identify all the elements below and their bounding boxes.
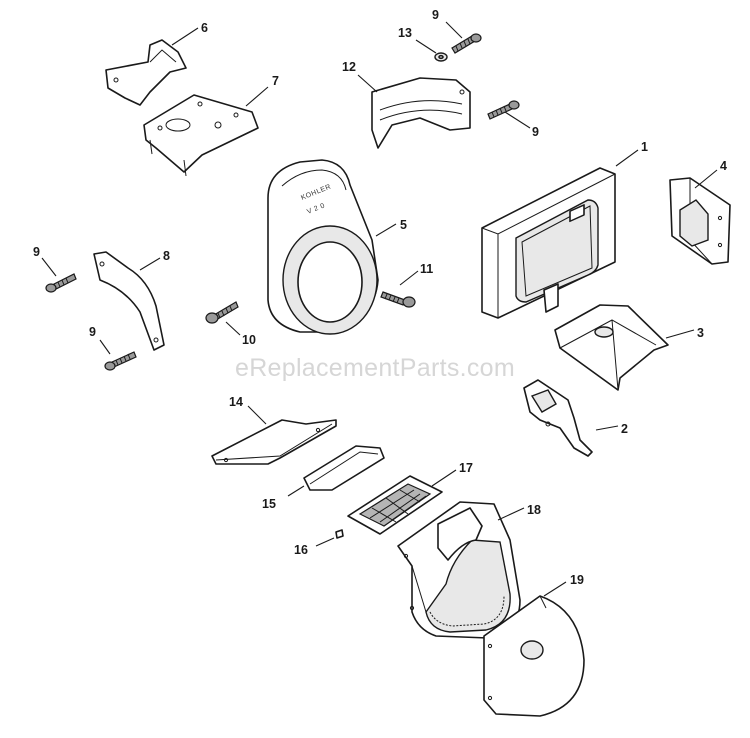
- callout-13: 13: [398, 26, 412, 40]
- leader-18: [497, 507, 525, 521]
- callout-10: 10: [242, 333, 256, 347]
- part-19-blower-cover: [483, 595, 585, 717]
- part-15-bracket: [303, 445, 385, 491]
- callout-7: 7: [272, 74, 279, 88]
- callout-11: 11: [420, 262, 433, 276]
- leader-19: [543, 581, 567, 597]
- part-9-screw-left-upper: [45, 273, 77, 293]
- callout-15: 15: [262, 497, 276, 511]
- part-17-screen: [347, 475, 443, 535]
- leader-3: [665, 329, 695, 339]
- part-9-screw-top: [451, 33, 482, 54]
- leader-15: [287, 485, 305, 497]
- callout-9a: 9: [432, 8, 439, 22]
- leader-13: [415, 39, 437, 54]
- leader-9a: [445, 21, 463, 39]
- part-8-bracket: [93, 251, 165, 351]
- part-4-cover-plate: [669, 177, 731, 265]
- callout-2: 2: [621, 422, 628, 436]
- part-9-screw-left-lower: [104, 351, 137, 371]
- part-10-screw: [205, 301, 239, 324]
- leader-14: [247, 405, 267, 425]
- leader-10: [225, 321, 241, 336]
- part-6-bracket: [105, 39, 187, 106]
- part-12-baffle: [371, 77, 471, 149]
- part-1-panel: [481, 167, 616, 319]
- callout-1: 1: [641, 140, 648, 154]
- part-13-washer: [434, 52, 448, 62]
- callout-8: 8: [163, 249, 170, 263]
- leader-4: [694, 169, 718, 189]
- leader-12: [357, 74, 378, 93]
- part-5-shroud: KOHLER V 2 0: [267, 159, 379, 335]
- callout-6: 6: [201, 21, 208, 35]
- leader-5: [375, 223, 397, 237]
- leader-9c: [41, 257, 57, 277]
- leader-2: [595, 425, 619, 431]
- leader-17: [431, 469, 457, 487]
- callout-18: 18: [527, 503, 541, 517]
- leader-7: [245, 86, 269, 107]
- leader-9d: [99, 339, 111, 355]
- callout-12: 12: [342, 60, 356, 74]
- part-14-plate: [211, 419, 337, 465]
- leader-8: [139, 257, 161, 271]
- leader-16: [315, 537, 335, 547]
- leader-9b: [504, 111, 531, 129]
- part-11-screw: [380, 291, 416, 308]
- part-2-bracket: [523, 379, 593, 457]
- callout-3: 3: [697, 326, 704, 340]
- callout-4: 4: [720, 159, 727, 173]
- callout-9d: 9: [89, 325, 96, 339]
- callout-19: 19: [570, 573, 584, 587]
- part-3-bracket-cover: [554, 304, 669, 391]
- leader-6: [171, 27, 199, 46]
- callout-16: 16: [294, 543, 308, 557]
- callout-5: 5: [400, 218, 407, 232]
- callout-9b: 9: [532, 125, 539, 139]
- callout-9c: 9: [33, 245, 40, 259]
- leader-11: [399, 270, 419, 286]
- callout-17: 17: [459, 461, 473, 475]
- leader-1: [615, 149, 639, 167]
- callout-14: 14: [229, 395, 243, 409]
- part-7-plate: [143, 94, 259, 177]
- part-16-clip: [335, 529, 344, 539]
- part-18-blower-housing: [397, 501, 521, 639]
- part-9-screw-mid: [487, 100, 520, 120]
